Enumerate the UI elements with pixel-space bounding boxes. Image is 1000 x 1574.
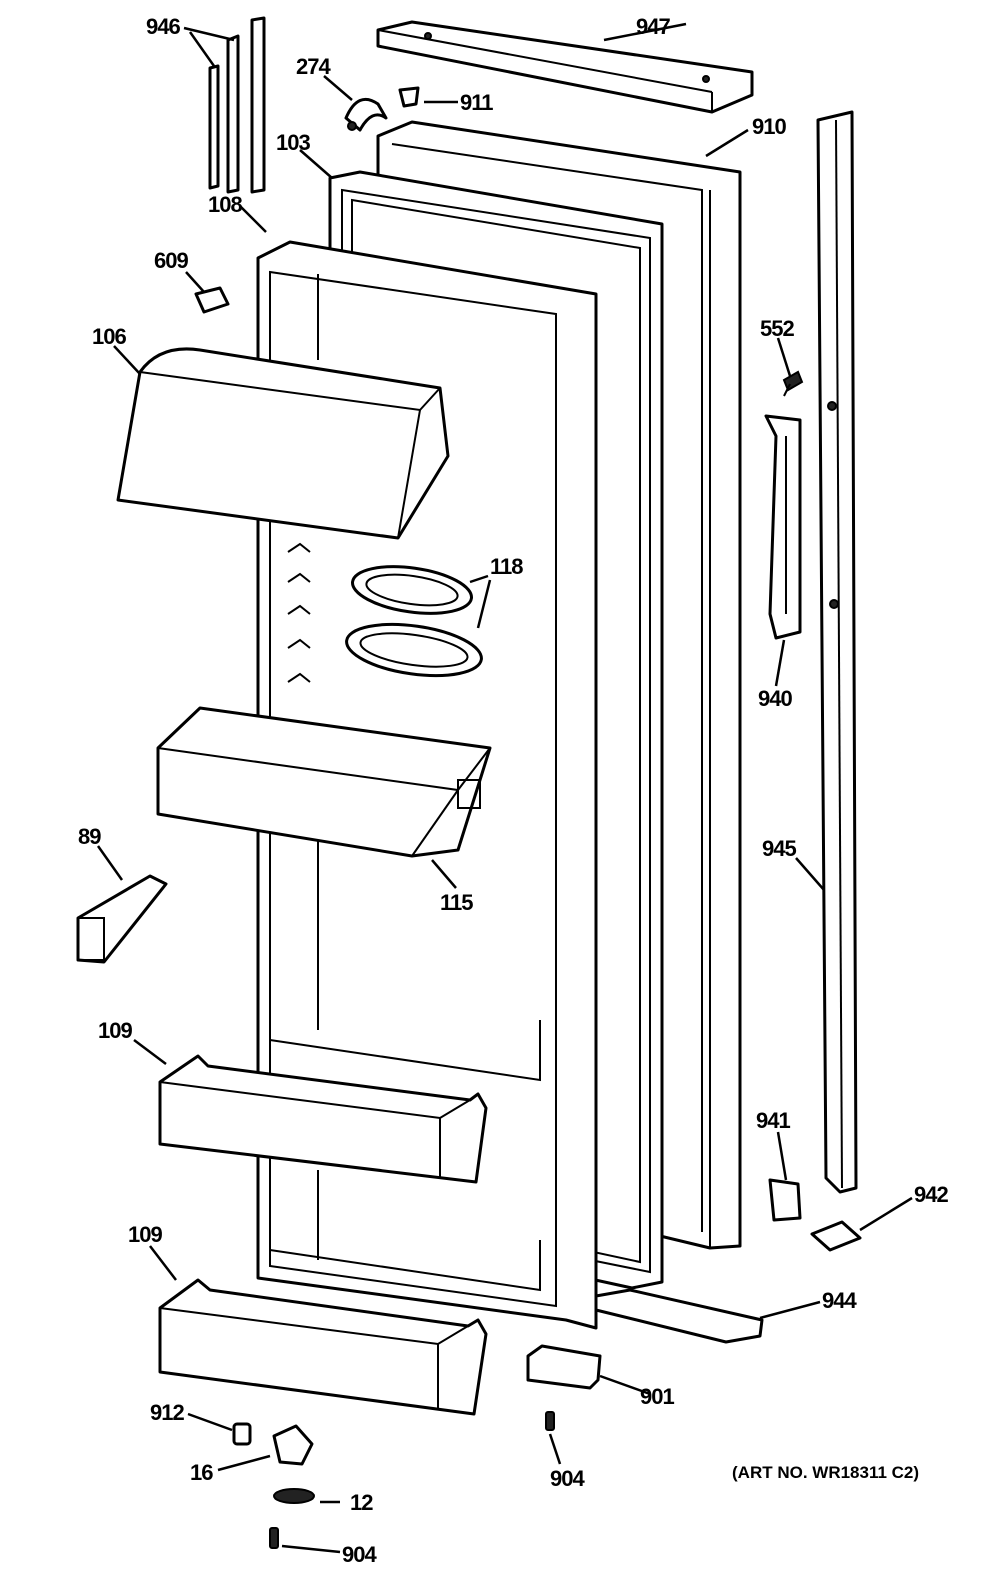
art-number: (ART NO. WR18311 C2) [732,1463,919,1482]
callout-942: 942 [914,1182,948,1207]
part-942-hinge-cover [810,1220,862,1252]
part-109-door-bin-lower [158,1278,488,1416]
part-904-screw-b [269,1527,279,1549]
part-940-handle-bracket [764,414,802,640]
part-609-clip [194,286,230,314]
part-901-hinge-block [526,1344,602,1390]
part-109-door-bin-upper [158,1054,488,1184]
callout-labels: 946 947 274 911 910 103 108 609 106 552 … [78,14,949,1567]
callout-940: 940 [758,686,792,711]
part-16-bottom-hinge [272,1424,314,1466]
callout-946: 946 [146,14,180,39]
callout-16: 16 [190,1460,213,1485]
callout-118: 118 [490,554,523,579]
callout-904-lower: 904 [342,1542,377,1567]
liner-shelf-ribs [287,542,311,683]
part-552-screw [782,370,804,397]
callout-108: 108 [208,192,242,217]
part-947-door-top-cap [376,20,754,114]
callout-947: 947 [636,14,670,39]
callout-106: 106 [92,324,126,349]
callout-609: 609 [154,248,188,273]
part-946-trim-strips [208,16,266,194]
callout-89: 89 [78,824,101,849]
callout-274: 274 [296,54,331,79]
part-945-handle-trim [816,110,858,1194]
callout-941: 941 [756,1108,790,1133]
part-115-door-shelf-bin [156,706,492,858]
part-89-shelf-end [76,874,168,964]
part-118-door-seals [345,565,483,678]
part-106-dairy-compartment [116,347,450,540]
part-12-shim [273,1488,315,1504]
callout-552: 552 [760,316,794,341]
part-912-bushing [232,1422,252,1446]
callout-12: 12 [350,1490,373,1515]
part-904-screw-a [545,1411,555,1431]
callout-904-upper: 904 [550,1466,585,1491]
callout-944: 944 [822,1288,857,1313]
callout-115: 115 [440,890,473,915]
callout-910: 910 [752,114,786,139]
part-944-bottom-rail [594,1288,764,1344]
callout-109-upper: 109 [98,1018,132,1043]
callout-912: 912 [150,1400,184,1425]
callout-103: 103 [276,130,310,155]
callout-901: 901 [640,1384,674,1409]
part-941-bracket [768,1178,802,1222]
callout-911: 911 [460,90,493,115]
part-911-plug [398,86,420,108]
part-274-door-stop [344,97,388,132]
callout-945: 945 [762,836,796,861]
leader-lines [96,22,913,1554]
callout-109-lower: 109 [128,1222,162,1247]
